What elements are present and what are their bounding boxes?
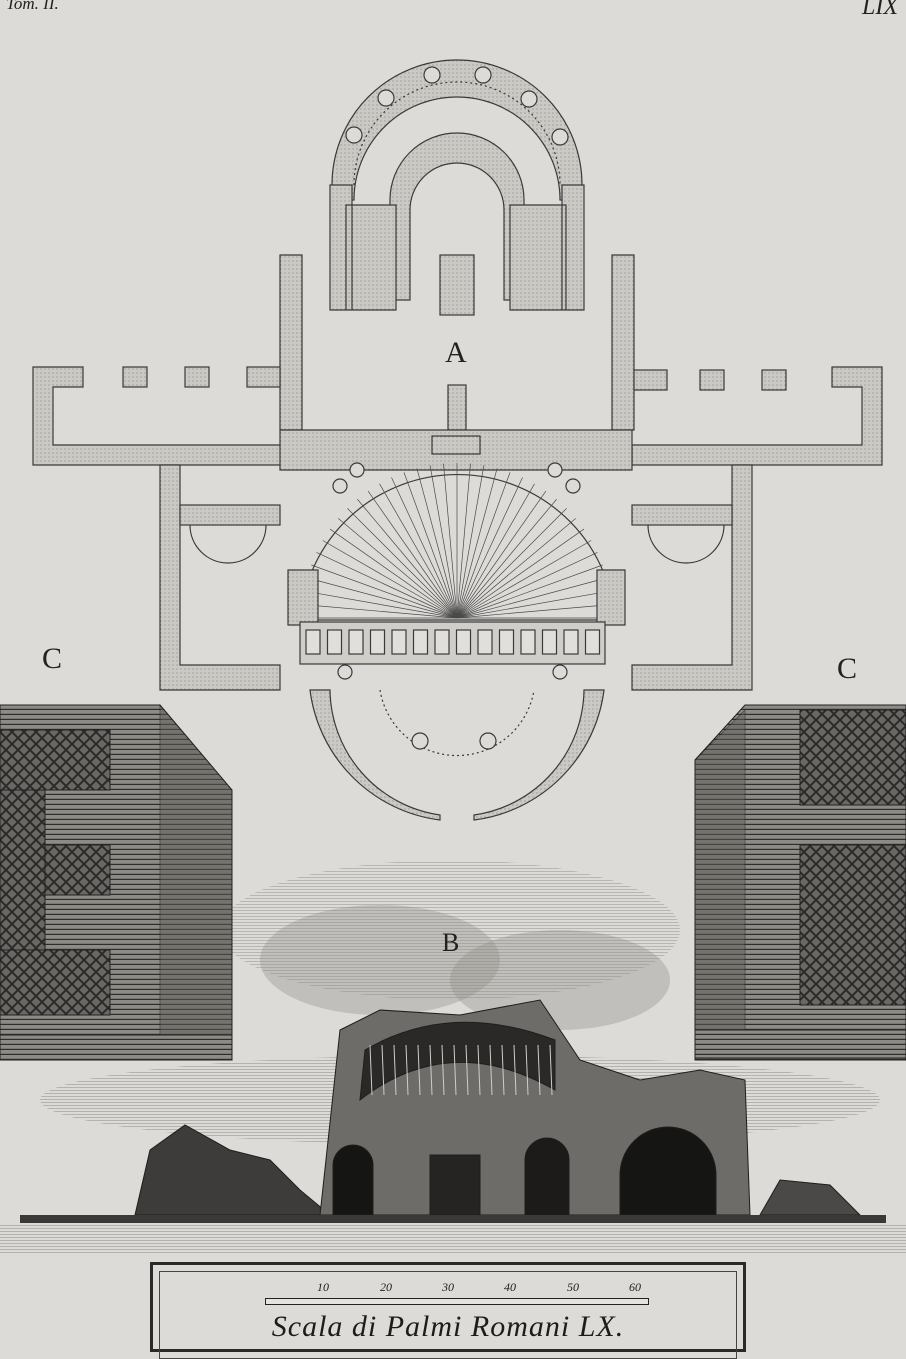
- scale-tick: 10: [317, 1280, 329, 1294]
- bench-cell: [412, 629, 429, 655]
- fan-ray: [456, 477, 523, 619]
- bench-cell: [498, 629, 515, 655]
- fan-ray: [429, 465, 458, 619]
- fan-ray: [456, 518, 576, 619]
- masonry-block-right: [694, 704, 906, 1061]
- plate-number: LIX: [862, 0, 898, 20]
- masonry-block-left: [0, 703, 233, 1061]
- roof-tile: [441, 1044, 445, 1096]
- scale-tick: 50: [567, 1280, 579, 1294]
- scale-tick: 30: [442, 1280, 454, 1294]
- roof-tile: [513, 1044, 517, 1096]
- fan-ray: [379, 483, 458, 619]
- floor-plan: [32, 59, 883, 821]
- bench-cell: [477, 629, 493, 655]
- roof-tile: [453, 1044, 457, 1096]
- fan-ray: [456, 577, 607, 619]
- fan-ray: [322, 540, 458, 619]
- roof-tile: [477, 1044, 481, 1096]
- label-elevation-b: B: [442, 928, 460, 957]
- fan-ray: [456, 499, 557, 619]
- roof-tile: [525, 1044, 529, 1096]
- fan-ray: [456, 463, 471, 619]
- fan-ray: [416, 468, 458, 619]
- roof-tile: [501, 1044, 505, 1096]
- label-detail-c-left: C: [42, 642, 63, 675]
- roof-tile: [405, 1044, 409, 1096]
- bench-cell: [348, 629, 364, 655]
- fan-ray: [456, 590, 610, 619]
- fan-columns: [332, 462, 581, 680]
- roof-tile: [393, 1044, 397, 1096]
- fan-ray: [456, 552, 598, 619]
- fan-ray: [456, 564, 603, 619]
- ground-line: [20, 1215, 886, 1223]
- scale-tick: 20: [380, 1280, 392, 1294]
- fan-ray: [456, 472, 511, 619]
- roof-tile: [549, 1044, 553, 1096]
- ruin-elevation: [134, 999, 862, 1216]
- fan-ray: [456, 465, 485, 619]
- fan-ray: [456, 528, 585, 619]
- volume-label: Tom. II.: [6, 0, 59, 13]
- fan-ray: [347, 508, 458, 619]
- bench-cell: [434, 629, 450, 655]
- fan-ray: [456, 468, 498, 619]
- fan-ray: [311, 564, 458, 619]
- roof-tile: [537, 1044, 541, 1096]
- fan-ray: [367, 490, 458, 619]
- bench-cell: [391, 629, 407, 655]
- bench-cell: [520, 629, 536, 655]
- fan-ray: [329, 528, 458, 619]
- roof-tile: [381, 1044, 385, 1096]
- bench-cell: [326, 629, 343, 655]
- fan-ray: [443, 463, 458, 619]
- fan-ray: [456, 483, 535, 619]
- bench-cell: [541, 629, 558, 655]
- bench-cell: [369, 629, 386, 655]
- scale-cartouche: 10 20 30 40 50 60 Scala di Palmi Romani …: [150, 1262, 746, 1359]
- scale-bar: [265, 1298, 649, 1305]
- fan-ray: [307, 577, 458, 619]
- apse-columns: [345, 66, 569, 146]
- bench-cell: [305, 629, 321, 655]
- roof-tile: [429, 1044, 433, 1096]
- fan-ray: [302, 604, 458, 619]
- fan-ray: [456, 508, 567, 619]
- fan-ray: [338, 518, 458, 619]
- scale-frame: 10 20 30 40 50 60 Scala di Palmi Romani …: [159, 1271, 737, 1359]
- roof-tile: [489, 1044, 493, 1096]
- fan-ray: [316, 552, 458, 619]
- fan-ray: [456, 540, 592, 619]
- label-detail-c-right: C: [837, 652, 858, 685]
- fan-ray: [456, 490, 547, 619]
- fan-ray: [403, 472, 458, 619]
- scale-caption: Scala di Palmi Romani LX.: [271, 1310, 625, 1343]
- fan-ray: [304, 590, 458, 619]
- scale-tick: 60: [629, 1280, 641, 1294]
- roof-tile: [417, 1044, 421, 1096]
- label-plan-a: A: [445, 336, 467, 369]
- ground-hatching: [0, 1223, 906, 1253]
- fan-ray: [357, 499, 458, 619]
- roof-tile: [465, 1044, 469, 1096]
- fan-ray: [456, 604, 612, 619]
- fan-ray: [391, 477, 458, 619]
- bench-cell: [455, 629, 472, 655]
- bench-cell: [563, 629, 579, 655]
- scale-tick: 40: [504, 1280, 516, 1294]
- bench-cell: [584, 629, 601, 655]
- roof-tile: [369, 1044, 373, 1096]
